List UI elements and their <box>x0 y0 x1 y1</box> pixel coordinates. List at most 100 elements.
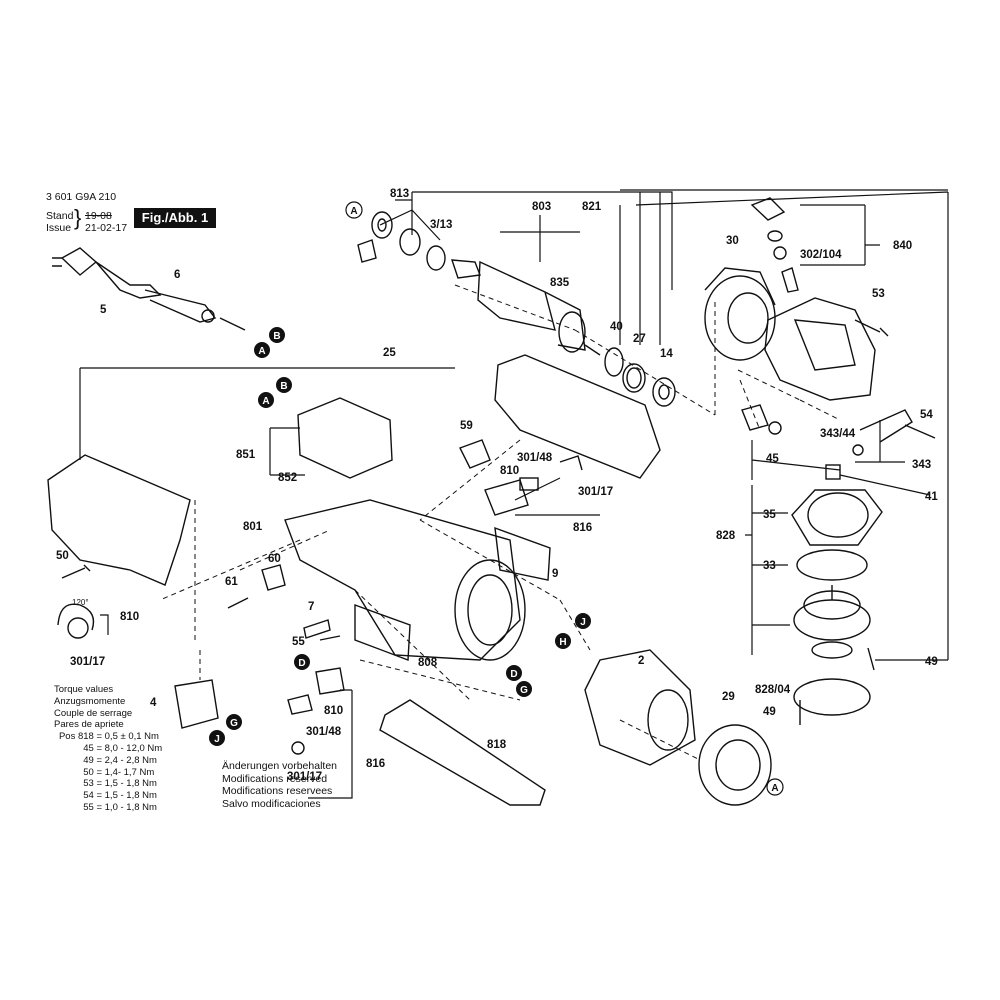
connector-a-letter: A <box>771 783 778 794</box>
part-label-828: 828 <box>716 530 736 542</box>
torque-row: 54 = 1,5 - 1,8 Nm <box>83 790 157 802</box>
part-label-301-48-b: 301/48 <box>306 726 342 738</box>
modifications-en: Modifications reserved <box>222 772 328 785</box>
torque-row: 50 = 1,4- 1,7 Nm <box>83 766 155 778</box>
connector-d-icon: D <box>506 665 522 681</box>
part-label-55: 55 <box>292 636 305 648</box>
torque-row: 49 = 2,4 - 2,8 Nm <box>83 754 157 766</box>
part-label-49-a: 49 <box>925 656 938 668</box>
part-label-25: 25 <box>383 347 396 359</box>
part-label-851: 851 <box>236 449 256 461</box>
connector-d-icon: D <box>294 654 310 670</box>
torque-row: 45 = 8,0 - 12,0 Nm <box>83 742 163 754</box>
connector-h-icon: H <box>555 633 571 649</box>
connector-d-letter: D <box>510 669 517 680</box>
part-label-835: 835 <box>550 277 570 289</box>
torque-title-de: Anzugsmomente <box>54 695 126 707</box>
connector-a-icon: A <box>258 392 274 408</box>
connector-b-icon: B <box>269 327 285 343</box>
date-old: 19-08 <box>85 210 112 222</box>
part-label-818: 818 <box>487 739 507 751</box>
part-label-54: 54 <box>920 409 933 421</box>
connector-a-letter: A <box>350 206 357 217</box>
part-label-2: 2 <box>638 655 644 667</box>
part-label-803: 803 <box>532 201 551 213</box>
connector-g-letter: G <box>230 718 238 729</box>
part-label-302-104: 302/104 <box>800 249 842 261</box>
torque-title-en: Torque values <box>54 684 114 695</box>
angle-label: 120° <box>72 598 89 607</box>
part-label-801: 801 <box>243 521 263 533</box>
brace-icon: } <box>74 205 82 230</box>
torque-row: 55 = 1,0 - 1,8 Nm <box>83 801 157 813</box>
part-label-45: 45 <box>766 453 779 465</box>
part-label-808: 808 <box>418 657 438 669</box>
connector-h-letter: H <box>559 637 566 648</box>
part-label-813: 813 <box>390 188 409 200</box>
torque-row: Pos 818 = 0,5 ± 0,1 Nm <box>58 731 159 743</box>
connector-b-letter: B <box>280 381 287 392</box>
part-label-810-b: 810 <box>120 611 139 623</box>
part-label-343: 343 <box>912 459 931 471</box>
part-label-29: 29 <box>722 691 735 703</box>
part-label-50: 50 <box>56 550 69 562</box>
connector-a-letter: A <box>258 346 265 357</box>
part-label-3-13: 3/13 <box>430 219 452 231</box>
date-new: 21-02-17 <box>85 222 128 234</box>
connector-b-letter: B <box>273 331 280 342</box>
part-label-828-04: 828/04 <box>755 684 791 696</box>
part-label-59: 59 <box>460 420 473 432</box>
connector-a-letter: A <box>262 396 269 407</box>
modifications-es: Salvo modificaciones <box>222 797 321 810</box>
torque-title-es: Pares de apriete <box>54 719 124 731</box>
connector-a-icon: A <box>254 342 270 358</box>
part-label-30: 30 <box>726 235 739 247</box>
part-label-41: 41 <box>925 491 938 503</box>
part-label-852: 852 <box>278 472 297 484</box>
connector-a-icon: A <box>766 778 784 796</box>
part-label-27: 27 <box>633 333 646 345</box>
part-label-33: 33 <box>763 560 776 572</box>
connector-j-icon: J <box>209 730 225 746</box>
part-label-821: 821 <box>582 201 602 213</box>
modifications-de: Änderungen vorbehalten <box>222 760 338 772</box>
part-label-816-b: 816 <box>366 758 385 770</box>
modifications-fr: Modifications reservees <box>222 785 333 798</box>
part-label-49-b: 49 <box>763 706 776 718</box>
connector-g-icon: G <box>516 681 532 697</box>
part-label-53: 53 <box>872 288 885 300</box>
part-label-7: 7 <box>308 601 314 613</box>
connector-j-letter: J <box>214 734 220 745</box>
part-label-60: 60 <box>268 553 281 565</box>
connector-g-letter: G <box>520 685 528 696</box>
part-label-61: 61 <box>225 576 238 588</box>
part-label-810-c: 810 <box>324 705 343 717</box>
part-label-9: 9 <box>552 568 558 580</box>
modifications-note: Änderungen vorbehalten Modifications res… <box>222 760 337 810</box>
torque-title-fr: Couple de serrage <box>54 707 133 719</box>
connector-j-letter: J <box>580 617 586 628</box>
figure-label: Fig./Abb. 1 <box>134 208 216 228</box>
part-label-14: 14 <box>660 348 673 360</box>
part-label-840: 840 <box>893 240 912 252</box>
part-label-816-a: 816 <box>573 522 592 534</box>
issue-label: Issue <box>46 222 72 234</box>
part-number: 3 601 G9A 210 <box>46 191 117 203</box>
part-label-301-17-b: 301/17 <box>70 656 105 668</box>
torque-values: Torque values Anzugsmomente Couple de se… <box>54 684 162 814</box>
part-label-301-17-a: 301/17 <box>578 486 613 498</box>
part-label-6: 6 <box>174 269 180 281</box>
torque-row: 53 = 1,5 - 1,8 Nm <box>83 778 157 790</box>
part-label-5: 5 <box>100 304 107 316</box>
part-label-4: 4 <box>150 697 157 709</box>
connector-b-icon: B <box>276 377 292 393</box>
connector-j-icon: J <box>575 613 591 629</box>
part-label-301-17-c: 301/17 <box>287 771 322 783</box>
connector-d-letter: D <box>298 658 305 669</box>
connector-g-icon: G <box>226 714 242 730</box>
connector-a-icon: A <box>345 201 363 219</box>
part-label-35: 35 <box>763 509 776 521</box>
part-label-810-a: 810 <box>500 465 519 477</box>
part-label-40: 40 <box>610 321 623 333</box>
